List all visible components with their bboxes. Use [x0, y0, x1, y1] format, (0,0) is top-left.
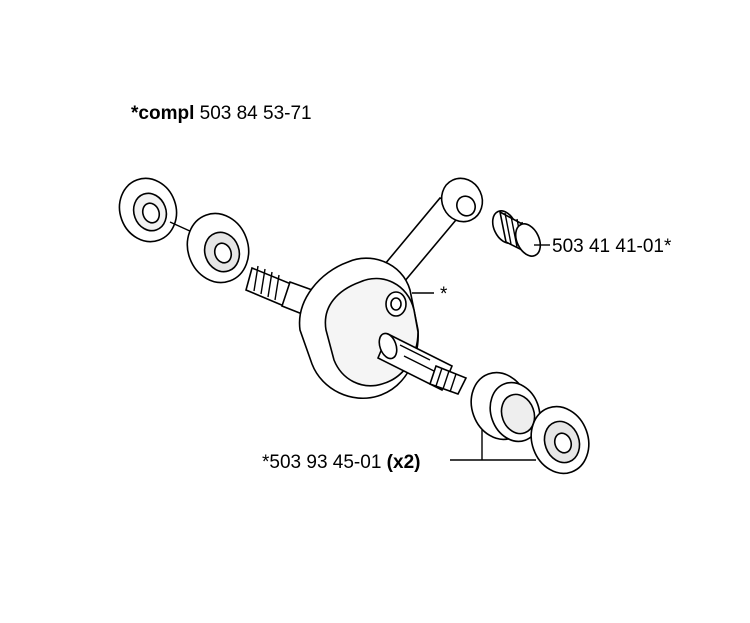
main-bearing-quantity: (x2): [387, 452, 421, 473]
main-bearing-part-number: *503 93 45-01: [262, 452, 387, 473]
crank-webs: [298, 257, 419, 400]
kit-part-label: *compl 503 84 53-71: [131, 103, 312, 124]
bearing-leader-line: [169, 221, 193, 233]
connecting-rod: [378, 177, 484, 283]
right-crank-shaft: [376, 332, 468, 395]
needle-bearing: [491, 210, 542, 257]
kit-part-number: 503 84 53-71: [194, 103, 311, 124]
left-inner-ball-bearing: [186, 212, 250, 284]
main-bearing-bracket: [450, 430, 536, 461]
crank-marker: *: [440, 284, 448, 305]
right-inner-ball-bearing: [470, 371, 541, 443]
right-outer-ball-bearing: [530, 405, 590, 475]
left-outer-ball-bearing: [118, 177, 178, 243]
kit-prefix: *compl: [131, 103, 194, 124]
main-bearing-label: *503 93 45-01 (x2): [262, 452, 420, 473]
needle-bearing-part-number: 503 41 41-01*: [552, 236, 672, 257]
